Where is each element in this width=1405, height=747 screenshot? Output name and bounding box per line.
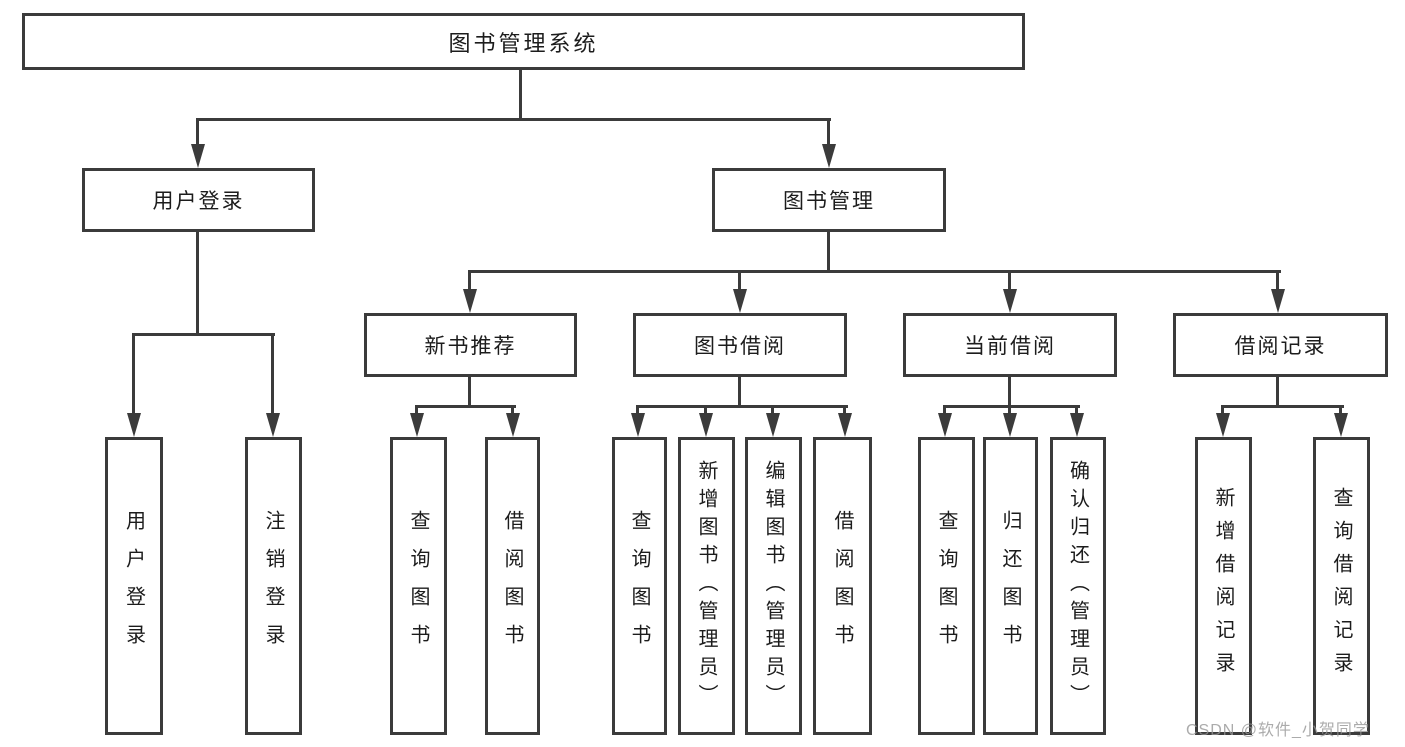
arrowhead-down-icon (1334, 413, 1348, 437)
node-label: 借阅记录 (1234, 335, 1327, 358)
leaf-user-login: 用户登录 (105, 437, 163, 735)
connector-line (636, 405, 639, 417)
node-library-management-system: 图书管理系统 (22, 13, 1025, 70)
connector-line (415, 405, 516, 408)
node-label: 确认归还（管理员） (1066, 460, 1089, 712)
connector-line (196, 232, 199, 335)
connector-line (738, 270, 741, 292)
node-label: 编辑图书（管理员） (762, 460, 784, 712)
leaf-query-books: 查询图书 (918, 437, 975, 735)
connector-line (468, 270, 1281, 273)
connector-line (1075, 405, 1078, 417)
connector-line (1221, 405, 1224, 417)
arrowhead-down-icon (822, 144, 836, 168)
leaf-confirm-return-admin: 确认归还（管理员） (1050, 437, 1106, 735)
connector-line (1276, 270, 1279, 292)
connector-line (196, 118, 199, 148)
leaf-add-borrow-record: 新增借阅记录 (1195, 437, 1252, 735)
connector-line (1008, 377, 1011, 408)
node-label: 新书推荐 (424, 335, 517, 358)
connector-line (132, 333, 135, 416)
connector-line (636, 405, 848, 408)
leaf-query-borrow-record: 查询借阅记录 (1313, 437, 1370, 735)
connector-line (843, 405, 846, 417)
connector-line (1339, 405, 1342, 417)
connector-line (943, 405, 946, 417)
node-label: 当前借阅 (964, 335, 1056, 358)
connector-line (943, 405, 1080, 408)
leaf-add-books-admin: 新增图书（管理员） (678, 437, 735, 735)
arrowhead-down-icon (1003, 413, 1017, 437)
arrowhead-down-icon (191, 144, 205, 168)
leaf-logout: 注销登录 (245, 437, 302, 735)
node-label: 图书管理系统 (448, 30, 599, 56)
arrowhead-down-icon (506, 413, 520, 437)
connector-line (519, 70, 522, 119)
leaf-query-books: 查询图书 (612, 437, 667, 735)
arrowhead-down-icon (266, 413, 280, 437)
arrowhead-down-icon (1070, 413, 1084, 437)
node-label: 借阅图书 (501, 510, 523, 662)
node-current-borrowing: 当前借阅 (903, 313, 1117, 377)
leaf-return-books: 归还图书 (983, 437, 1038, 735)
node-new-book-recommend: 新书推荐 (364, 313, 577, 377)
node-label: 查询借阅记录 (1330, 487, 1352, 685)
node-label: 新增借阅记录 (1212, 487, 1234, 685)
connector-line (132, 333, 275, 336)
connector-line (1008, 405, 1011, 417)
connector-line (468, 377, 471, 408)
arrowhead-down-icon (766, 413, 780, 437)
connector-line (415, 405, 418, 417)
node-borrowing-records: 借阅记录 (1173, 313, 1388, 377)
node-book-management: 图书管理 (712, 168, 946, 232)
leaf-edit-books-admin: 编辑图书（管理员） (745, 437, 802, 735)
node-user-login: 用户登录 (82, 168, 315, 232)
connector-line (738, 377, 741, 408)
arrowhead-down-icon (1216, 413, 1230, 437)
node-label: 借阅图书 (831, 510, 853, 662)
arrowhead-down-icon (463, 289, 477, 313)
leaf-query-books: 查询图书 (390, 437, 447, 735)
node-label: 用户登录 (152, 190, 245, 213)
arrowhead-down-icon (410, 413, 424, 437)
connector-line (271, 333, 274, 416)
arrowhead-down-icon (1003, 289, 1017, 313)
connector-line (196, 118, 831, 121)
arrowhead-down-icon (938, 413, 952, 437)
node-label: 查询图书 (407, 510, 429, 662)
arrowhead-down-icon (631, 413, 645, 437)
connector-line (771, 405, 774, 417)
leaf-borrow-books: 借阅图书 (813, 437, 872, 735)
connector-line (827, 118, 830, 148)
connector-line (827, 232, 830, 273)
connector-line (704, 405, 707, 417)
connector-line (1276, 377, 1279, 408)
node-label: 新增图书（管理员） (695, 460, 717, 712)
node-label: 图书管理 (783, 190, 875, 213)
node-label: 查询图书 (628, 510, 650, 662)
leaf-borrow-books: 借阅图书 (485, 437, 540, 735)
node-book-borrowing: 图书借阅 (633, 313, 847, 377)
node-label: 图书借阅 (694, 335, 786, 358)
arrowhead-down-icon (838, 413, 852, 437)
node-label: 注销登录 (262, 510, 284, 662)
connector-line (468, 270, 471, 292)
arrowhead-down-icon (127, 413, 141, 437)
arrowhead-down-icon (733, 289, 747, 313)
watermark: CSDN @软件_小贺同学 (1186, 722, 1370, 739)
arrowhead-down-icon (1271, 289, 1285, 313)
node-label: 用户登录 (122, 510, 145, 662)
node-label: 归还图书 (999, 510, 1021, 662)
node-label: 查询图书 (935, 510, 957, 662)
arrowhead-down-icon (699, 413, 713, 437)
connector-line (1008, 270, 1011, 292)
connector-line (1221, 405, 1344, 408)
connector-line (511, 405, 514, 417)
